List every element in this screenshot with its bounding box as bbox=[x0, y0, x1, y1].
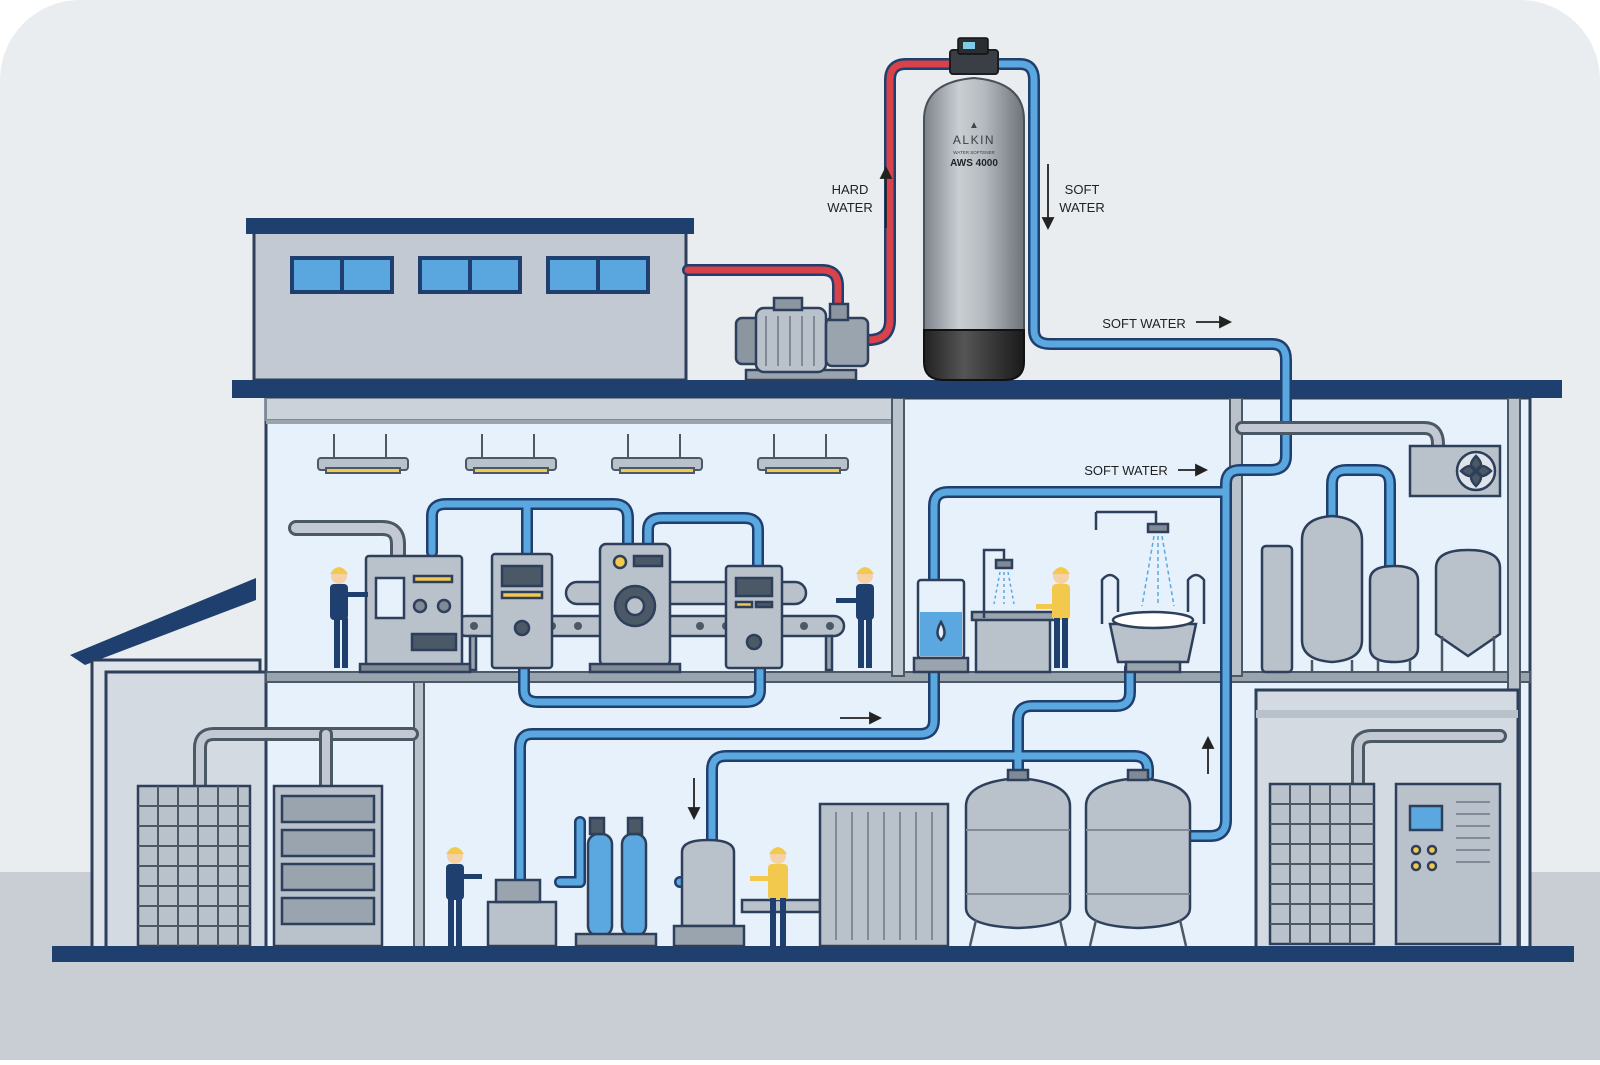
soft-water-label-line1: SOFT bbox=[1065, 182, 1100, 197]
soft-water-pipes bbox=[426, 58, 1396, 888]
process-tanks-upper bbox=[1260, 444, 1502, 674]
helmet-icon bbox=[769, 847, 787, 854]
tank-subtitle: WATER SOFTENER bbox=[953, 150, 995, 155]
shower-icon bbox=[993, 558, 1015, 605]
ceiling-lights bbox=[317, 434, 849, 474]
water-softener-tank: ▲ ALKIN WATER SOFTENER AWS 4000 bbox=[923, 37, 1025, 381]
worker bbox=[330, 567, 368, 668]
fan-icon bbox=[1455, 450, 1497, 492]
worker bbox=[836, 567, 874, 668]
helmet-icon bbox=[330, 567, 348, 574]
wash-station bbox=[912, 510, 1206, 674]
helmet-icon bbox=[856, 567, 874, 574]
helmet-icon bbox=[446, 847, 464, 854]
worker bbox=[750, 847, 788, 946]
arrow-down-icon bbox=[1041, 217, 1055, 231]
soft-water-label-interior: SOFT WATER bbox=[1084, 463, 1168, 478]
helmet-icon bbox=[1052, 567, 1070, 574]
lower-left-units bbox=[136, 784, 384, 948]
worker bbox=[446, 847, 482, 946]
gear-icon bbox=[613, 584, 657, 628]
tank-model: AWS 4000 bbox=[950, 158, 998, 169]
arrow-right-icon bbox=[1219, 315, 1233, 329]
rooftop-annex bbox=[246, 218, 694, 382]
main-building bbox=[52, 380, 1574, 962]
soft-water-label-roof: SOFT WATER bbox=[1102, 316, 1186, 331]
soft-water-label-line2: WATER bbox=[1059, 200, 1105, 215]
tank-brand: ALKIN bbox=[953, 133, 995, 147]
arrow-up-icon bbox=[879, 165, 893, 179]
flow-labels: HARD WATER SOFT WATER SOFT WATER SOFT WA… bbox=[827, 182, 1186, 478]
hard-water-label-line2: WATER bbox=[827, 200, 873, 215]
pump bbox=[734, 296, 870, 382]
lower-equipment bbox=[486, 768, 1192, 948]
workers bbox=[330, 567, 1070, 946]
arrow-down-icon bbox=[687, 807, 701, 821]
hard-water-label-line1: HARD bbox=[832, 182, 869, 197]
arrow-up-icon bbox=[1201, 735, 1215, 749]
ducts bbox=[193, 421, 1507, 797]
worker bbox=[1036, 567, 1070, 668]
water-drop-icon bbox=[936, 619, 946, 642]
lower-right-units bbox=[1268, 782, 1502, 946]
arrow-right-icon bbox=[869, 711, 883, 725]
production-line bbox=[358, 542, 846, 674]
tank-logo-icon: ▲ bbox=[969, 120, 979, 131]
flow-arrows bbox=[687, 164, 1233, 821]
arrow-right-icon bbox=[1195, 463, 1209, 477]
